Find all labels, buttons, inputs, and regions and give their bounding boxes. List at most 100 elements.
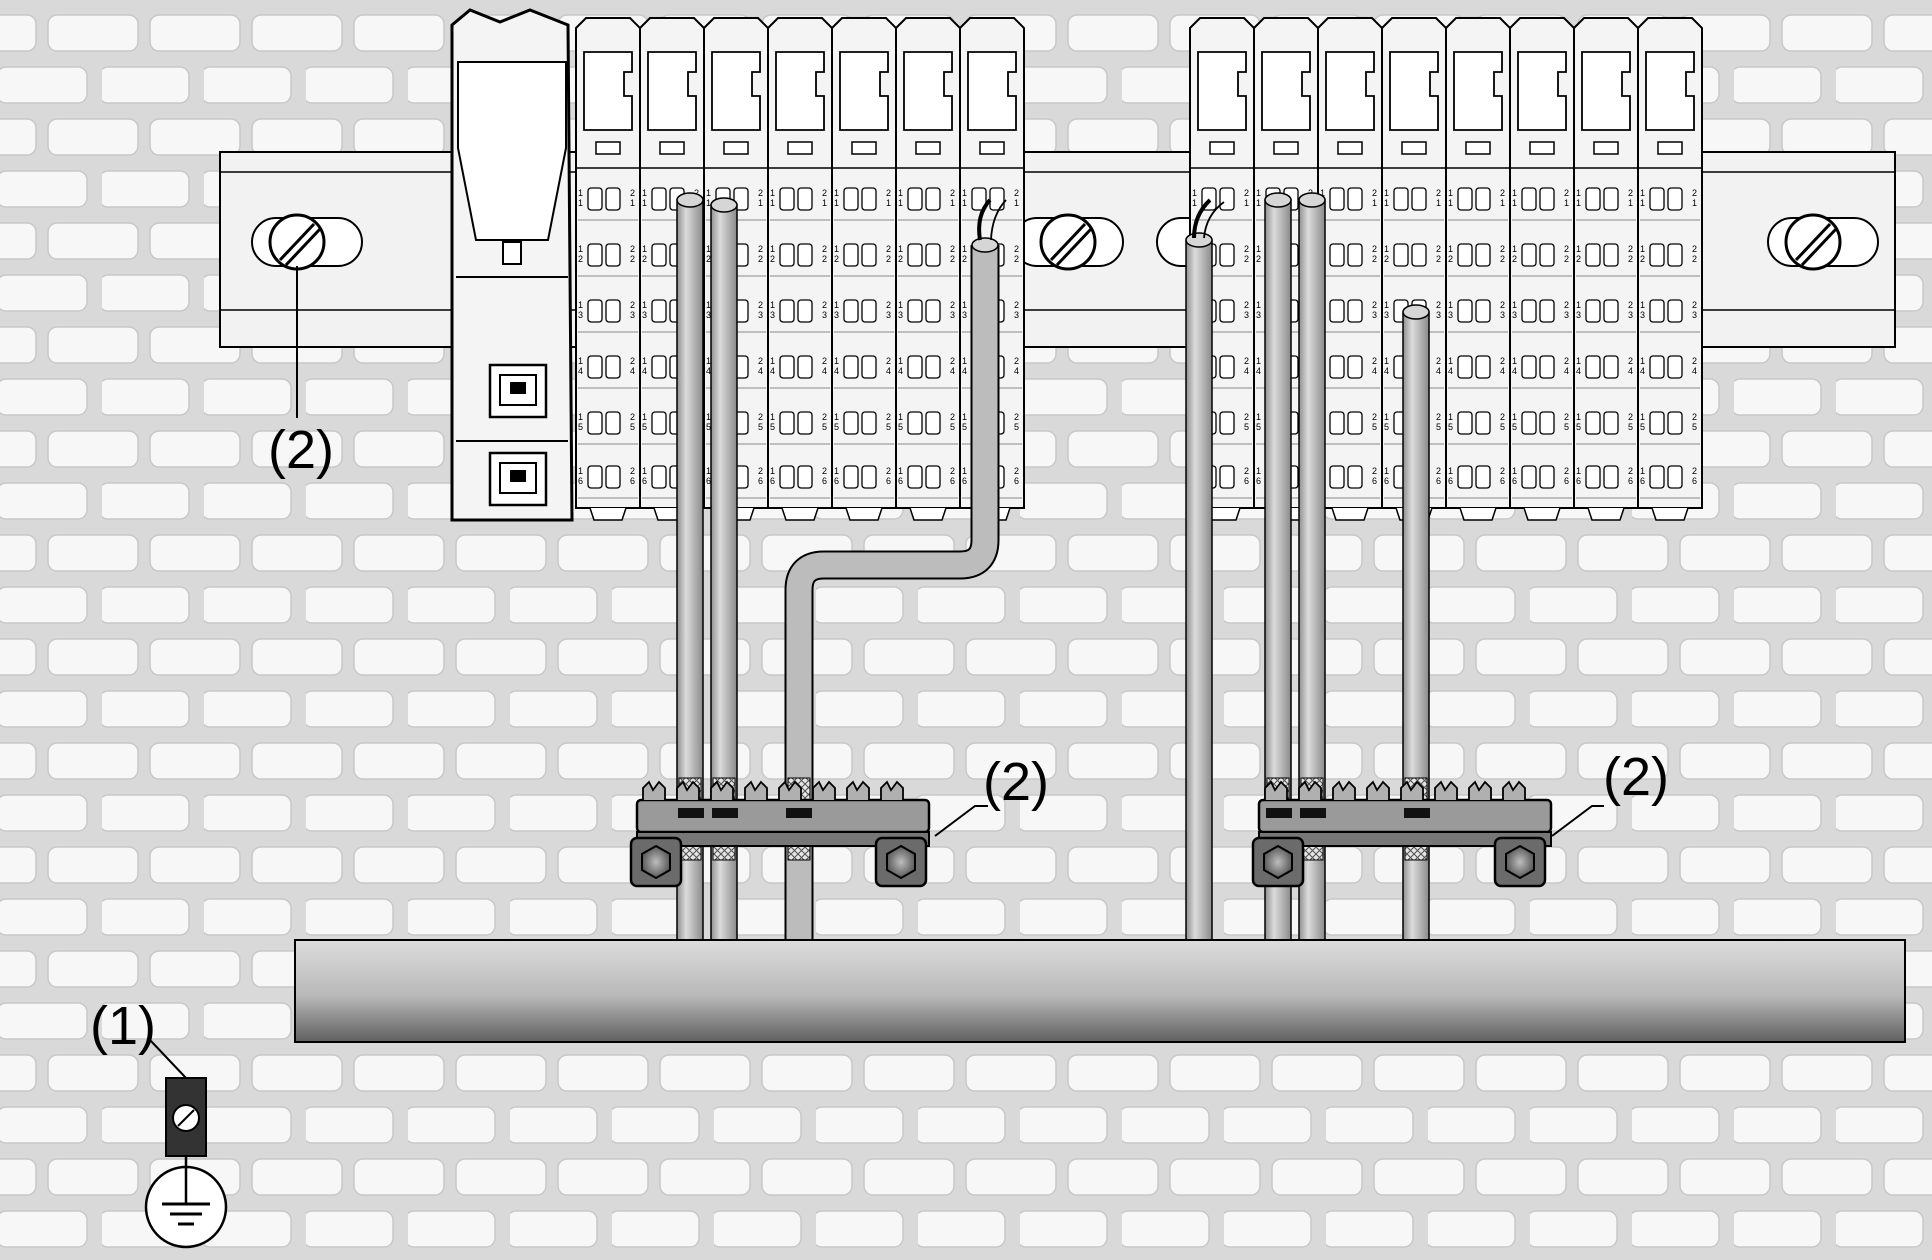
- terminal-label: 2: [1564, 466, 1569, 476]
- terminal-label: 1: [1640, 412, 1645, 422]
- terminal-label: 1: [962, 412, 967, 422]
- terminal-number: 2: [1014, 254, 1019, 264]
- io-module-group-left: 1121122213231424152516261121122213231424…: [575, 17, 1025, 521]
- slotted-screw-icon: [172, 1104, 200, 1132]
- terminal-number: 6: [962, 476, 967, 486]
- terminal-number: 1: [642, 198, 647, 208]
- terminal-number: 2: [578, 254, 583, 264]
- terminal-number: 6: [950, 476, 955, 486]
- terminal-label: 2: [886, 412, 891, 422]
- terminal-label: 1: [1256, 300, 1261, 310]
- clamp-strap: [1404, 808, 1430, 818]
- terminal-label: 1: [578, 412, 583, 422]
- terminal-number: 4: [1564, 366, 1569, 376]
- terminal-label: 1: [706, 244, 711, 254]
- terminal-number: 4: [1014, 366, 1019, 376]
- terminal-label: 1: [706, 466, 711, 476]
- terminal-label: 1: [1448, 466, 1453, 476]
- terminal-label: 1: [1384, 244, 1389, 254]
- terminal-number: 6: [1372, 476, 1377, 486]
- terminal-number: 3: [1564, 310, 1569, 320]
- rj45-port-icon: [488, 363, 548, 419]
- terminal-number: 1: [1436, 198, 1441, 208]
- terminal-label: 2: [950, 356, 955, 366]
- terminal-number: 1: [578, 198, 583, 208]
- clamp-tabs: [642, 780, 1526, 818]
- terminal-number: 3: [886, 310, 891, 320]
- terminal-number: 5: [642, 422, 647, 432]
- terminal-label: 1: [1256, 356, 1261, 366]
- terminal-label: 2: [1244, 244, 1249, 254]
- terminal-label: 1: [770, 466, 775, 476]
- terminal-number: 1: [1256, 198, 1261, 208]
- terminal-label: 1: [1512, 412, 1517, 422]
- terminal-number: 3: [962, 310, 967, 320]
- terminal-number: 4: [578, 366, 583, 376]
- terminal-label: 2: [822, 356, 827, 366]
- terminal-label: 1: [834, 356, 839, 366]
- terminal-label: 2: [1014, 244, 1019, 254]
- terminal-number: 4: [1372, 366, 1377, 376]
- terminal-label: 2: [1244, 188, 1249, 198]
- terminal-label: 2: [1628, 300, 1633, 310]
- terminal-label: 1: [1512, 244, 1517, 254]
- terminal-number: 3: [758, 310, 763, 320]
- terminal-label: 2: [1372, 188, 1377, 198]
- terminal-label: 1: [1640, 466, 1645, 476]
- terminal-number: 6: [886, 476, 891, 486]
- terminal-number: 4: [1256, 366, 1261, 376]
- terminal-label: 2: [1692, 244, 1697, 254]
- terminal-label: 1: [578, 356, 583, 366]
- clamp-tab: [1434, 780, 1458, 800]
- terminal-label: 2: [758, 188, 763, 198]
- clamp-tab: [710, 780, 734, 800]
- terminal-label: 1: [642, 466, 647, 476]
- terminal-label: 2: [1014, 412, 1019, 422]
- clamp-tab: [1264, 780, 1288, 800]
- terminal-label: 2: [694, 188, 699, 198]
- terminal-label: 1: [834, 466, 839, 476]
- terminal-label: 1: [1512, 356, 1517, 366]
- ground-symbol-icon: [144, 1156, 228, 1249]
- terminal-number: 2: [1512, 254, 1517, 264]
- terminal-label: 2: [822, 188, 827, 198]
- terminal-number: 1: [1384, 198, 1389, 208]
- terminal-number: 4: [950, 366, 955, 376]
- terminal-label: 1: [706, 188, 711, 198]
- terminal-number: 6: [1640, 476, 1645, 486]
- terminal-number: 6: [1576, 476, 1581, 486]
- io-module-group-right: 1121122213231424152516261121122213231424…: [1189, 17, 1703, 521]
- terminal-number: 4: [1628, 366, 1633, 376]
- terminal-number: 4: [886, 366, 891, 376]
- terminal-label: 2: [950, 412, 955, 422]
- terminal-number: 2: [770, 254, 775, 264]
- terminal-number: 2: [886, 254, 891, 264]
- hex-nut-icon: [874, 836, 928, 888]
- terminal-label: 2: [1692, 466, 1697, 476]
- terminal-number: 1: [1372, 198, 1377, 208]
- callout-rail-screw: (2): [268, 420, 334, 480]
- terminal-number: 5: [1256, 422, 1261, 432]
- hex-nut-icon: [1493, 836, 1547, 888]
- terminal-label: 2: [1244, 466, 1249, 476]
- terminal-number: 1: [1640, 198, 1645, 208]
- terminal-label: 1: [706, 300, 711, 310]
- clamp-tab: [676, 780, 700, 800]
- terminal-label: 1: [578, 244, 583, 254]
- clamp-strap: [786, 808, 812, 818]
- terminal-number: 5: [834, 422, 839, 432]
- callout-shield-clamp-right: (2): [1603, 747, 1669, 807]
- terminal-label: 1: [1384, 356, 1389, 366]
- terminal-number: 1: [1512, 198, 1517, 208]
- callout-shield-clamp-left: (2): [983, 752, 1049, 812]
- terminal-number: 5: [1692, 422, 1697, 432]
- terminal-number: 5: [1436, 422, 1441, 432]
- terminal-label: 1: [962, 466, 967, 476]
- terminal-number: 4: [1576, 366, 1581, 376]
- terminal-label: 1: [1640, 300, 1645, 310]
- terminal-number: 5: [630, 422, 635, 432]
- terminal-number: 4: [1436, 366, 1441, 376]
- clamp-tab: [812, 780, 836, 800]
